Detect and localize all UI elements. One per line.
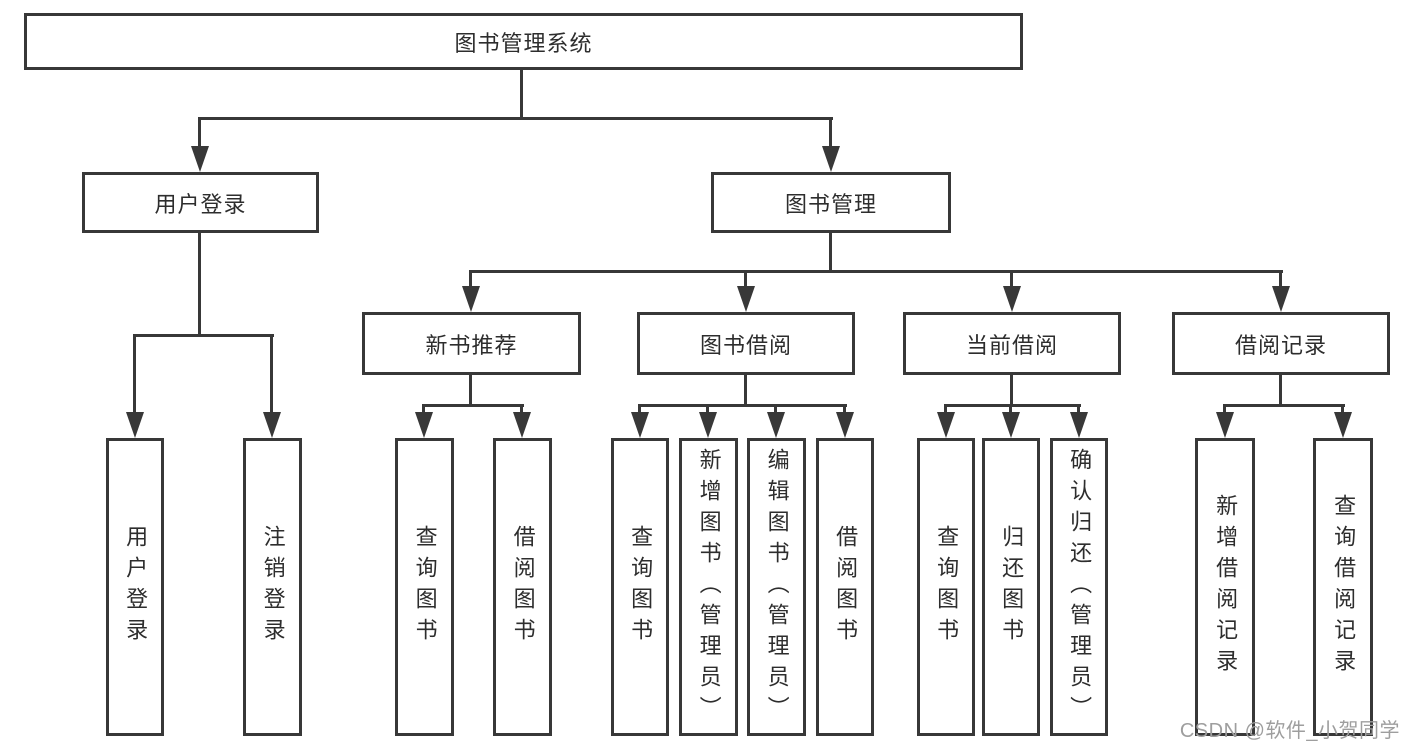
connector-arrowhead-icon xyxy=(836,412,854,438)
connector-arrowhead-icon xyxy=(462,286,480,312)
connector-arrowhead-icon xyxy=(126,412,144,438)
leaf-user-login-label: 用户登录 xyxy=(123,525,149,649)
connector-vline xyxy=(744,375,747,407)
connector-vline xyxy=(843,405,846,416)
connector-arrowhead-icon xyxy=(1272,286,1290,312)
connector-arrowhead-icon xyxy=(631,412,649,438)
connector-vline xyxy=(829,233,832,273)
connector-hline xyxy=(1223,404,1345,407)
leaf-add-book-admin: 新增图书（管理员） xyxy=(679,438,738,736)
leaf-query-borrow-record-label: 查询借阅记录 xyxy=(1331,494,1357,680)
leaf-add-book-admin-label: 新增图书（管理员） xyxy=(696,447,722,727)
connector-vline xyxy=(1279,375,1282,407)
connector-vline xyxy=(638,405,641,416)
connector-arrowhead-icon xyxy=(937,412,955,438)
node-root-label: 图书管理系统 xyxy=(454,30,593,56)
connector-vline xyxy=(469,271,472,290)
connector-vline xyxy=(706,405,709,416)
leaf-query-books-recommend: 查询图书 xyxy=(395,438,454,736)
leaf-borrow-books-label: 借阅图书 xyxy=(833,525,859,649)
connector-vline xyxy=(744,271,747,290)
node-current-borrowing-label: 当前借阅 xyxy=(965,332,1058,358)
connector-vline xyxy=(1009,405,1012,416)
connector-vline xyxy=(469,375,472,407)
connector-arrowhead-icon xyxy=(737,286,755,312)
leaf-confirm-return-admin-label: 确认归还（管理员） xyxy=(1067,447,1093,727)
node-current-borrowing: 当前借阅 xyxy=(903,312,1121,375)
connector-hline xyxy=(469,270,1283,273)
connector-vline xyxy=(944,405,947,416)
leaf-logout-label: 注销登录 xyxy=(260,525,286,649)
leaf-query-books-current-label: 查询图书 xyxy=(934,525,960,649)
connector-arrowhead-icon xyxy=(263,412,281,438)
leaf-query-borrow-record: 查询借阅记录 xyxy=(1313,438,1373,736)
connector-vline xyxy=(198,233,201,337)
connector-vline xyxy=(270,335,273,416)
connector-arrowhead-icon xyxy=(767,412,785,438)
node-book-borrowing-label: 图书借阅 xyxy=(699,332,792,358)
leaf-return-books: 归还图书 xyxy=(982,438,1040,736)
connector-vline xyxy=(198,118,201,150)
connector-arrowhead-icon xyxy=(1003,286,1021,312)
connector-arrowhead-icon xyxy=(822,146,840,172)
connector-hline xyxy=(198,117,833,120)
connector-vline xyxy=(1010,375,1013,407)
leaf-add-borrow-record-label: 新增借阅记录 xyxy=(1213,494,1239,680)
connector-arrowhead-icon xyxy=(1216,412,1234,438)
connector-vline xyxy=(133,335,136,416)
connector-vline xyxy=(1279,271,1282,290)
node-borrow-records-label: 借阅记录 xyxy=(1234,332,1327,358)
node-book-borrowing: 图书借阅 xyxy=(637,312,855,375)
connector-arrowhead-icon xyxy=(513,412,531,438)
node-user-login-group: 用户登录 xyxy=(82,172,319,233)
leaf-borrow-books-recommend-label: 借阅图书 xyxy=(510,525,536,649)
node-book-management: 图书管理 xyxy=(711,172,951,233)
node-borrow-records: 借阅记录 xyxy=(1172,312,1390,375)
connector-hline xyxy=(422,404,524,407)
connector-arrowhead-icon xyxy=(1070,412,1088,438)
connector-arrowhead-icon xyxy=(1002,412,1020,438)
connector-arrowhead-icon xyxy=(1334,412,1352,438)
leaf-add-borrow-record: 新增借阅记录 xyxy=(1195,438,1255,736)
node-user-login-group-label: 用户登录 xyxy=(154,191,247,217)
connector-hline xyxy=(638,404,847,407)
leaf-query-books-recommend-label: 查询图书 xyxy=(412,525,438,649)
node-root: 图书管理系统 xyxy=(24,13,1023,70)
leaf-query-books-current: 查询图书 xyxy=(917,438,975,736)
connector-vline xyxy=(520,405,523,416)
connector-vline xyxy=(520,70,523,120)
connector-hline xyxy=(133,334,274,337)
leaf-return-books-label: 归还图书 xyxy=(999,525,1025,649)
leaf-borrow-books-recommend: 借阅图书 xyxy=(493,438,552,736)
connector-vline xyxy=(422,405,425,416)
leaf-edit-book-admin: 编辑图书（管理员） xyxy=(747,438,806,736)
connector-arrowhead-icon xyxy=(699,412,717,438)
connector-vline xyxy=(774,405,777,416)
connector-arrowhead-icon xyxy=(415,412,433,438)
connector-vline xyxy=(1077,405,1080,416)
connector-vline xyxy=(829,118,832,150)
node-book-management-label: 图书管理 xyxy=(784,191,877,217)
leaf-logout: 注销登录 xyxy=(243,438,302,736)
node-new-book-recommend: 新书推荐 xyxy=(362,312,581,375)
leaf-user-login: 用户登录 xyxy=(106,438,164,736)
connector-arrowhead-icon xyxy=(191,146,209,172)
leaf-query-books-borrowing: 查询图书 xyxy=(611,438,669,736)
leaf-confirm-return-admin: 确认归还（管理员） xyxy=(1050,438,1108,736)
leaf-edit-book-admin-label: 编辑图书（管理员） xyxy=(764,447,790,727)
connector-vline xyxy=(1010,271,1013,290)
leaf-borrow-books: 借阅图书 xyxy=(816,438,874,736)
node-new-book-recommend-label: 新书推荐 xyxy=(425,332,518,358)
connector-vline xyxy=(1341,405,1344,416)
leaf-query-books-borrowing-label: 查询图书 xyxy=(628,525,654,649)
watermark: CSDN @软件_小贺同学 xyxy=(1179,720,1400,742)
connector-vline xyxy=(1223,405,1226,416)
